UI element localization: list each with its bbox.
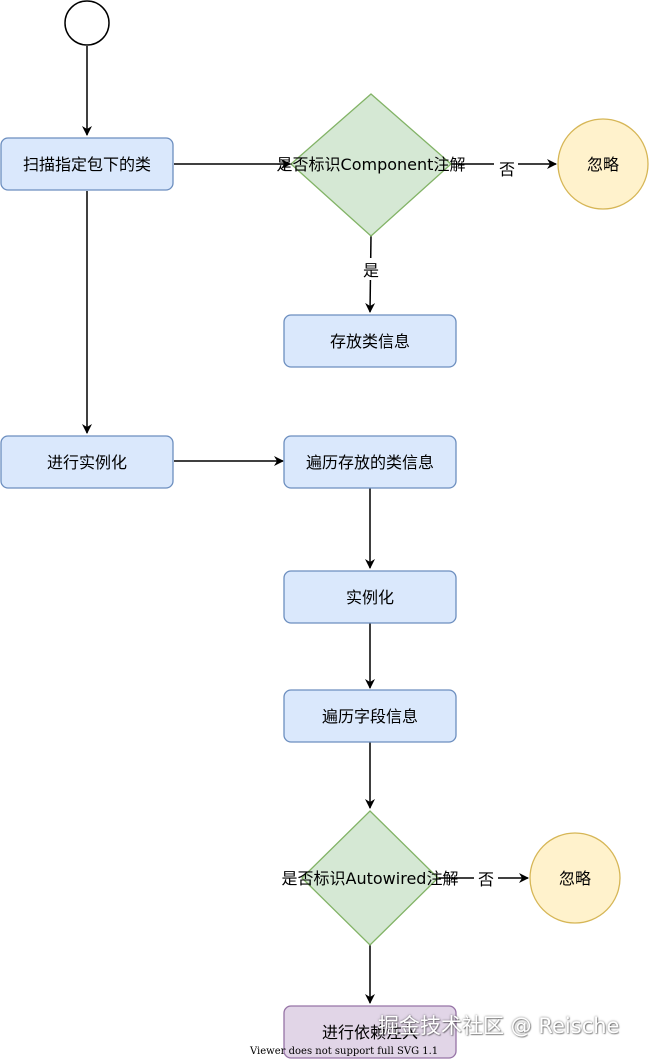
edges bbox=[82, 46, 557, 1004]
node-dependency-injection: 进行依赖注入 bbox=[283, 1005, 457, 1059]
node-scan-classes: 扫描指定包下的类 bbox=[0, 137, 174, 191]
edge-label-no-2: 否 bbox=[474, 868, 498, 890]
node-ignore-1-label: 忽略 bbox=[587, 155, 619, 174]
node-scan-classes-label: 扫描指定包下的类 bbox=[23, 155, 151, 174]
node-instantiate-phase: 进行实例化 bbox=[0, 435, 174, 489]
decision-component-annotation: 是否标识Component注解 bbox=[277, 93, 466, 237]
edge-label-no-1: 否 bbox=[494, 155, 518, 179]
edge-label-no-1-text: 否 bbox=[499, 160, 515, 179]
node-dependency-injection-label: 进行依赖注入 bbox=[322, 1023, 418, 1042]
node-store-class-info: 存放类信息 bbox=[283, 314, 457, 368]
node-iterate-fields: 遍历字段信息 bbox=[283, 689, 457, 743]
node-ignore-2: 忽略 bbox=[529, 832, 621, 924]
decision-autowired-annotation: 是否标识Autowired注解 bbox=[282, 810, 459, 946]
edge-label-yes-1-text: 是 bbox=[363, 261, 379, 280]
node-instantiate: 实例化 bbox=[283, 570, 457, 624]
decision-autowired-label: 是否标识Autowired注解 bbox=[282, 869, 459, 888]
node-instantiate-phase-label: 进行实例化 bbox=[47, 453, 127, 472]
node-iterate-fields-label: 遍历字段信息 bbox=[322, 707, 418, 726]
node-ignore-2-label: 忽略 bbox=[559, 869, 591, 888]
node-instantiate-label: 实例化 bbox=[346, 588, 394, 607]
start-node bbox=[64, 0, 110, 46]
node-ignore-1: 忽略 bbox=[557, 118, 649, 210]
node-iterate-classes: 遍历存放的类信息 bbox=[283, 435, 457, 489]
edge-label-no-2-text: 否 bbox=[478, 870, 494, 889]
node-store-class-info-label: 存放类信息 bbox=[330, 332, 410, 351]
decision-component-label: 是否标识Component注解 bbox=[277, 155, 466, 174]
watermark: 掘金技术社区 @ Reische bbox=[378, 1014, 620, 1038]
viewer-support-note: Viewer does not support full SVG 1.1 bbox=[250, 1046, 439, 1057]
node-iterate-classes-label: 遍历存放的类信息 bbox=[306, 453, 434, 472]
edge-label-yes-1: 是 bbox=[358, 258, 384, 280]
